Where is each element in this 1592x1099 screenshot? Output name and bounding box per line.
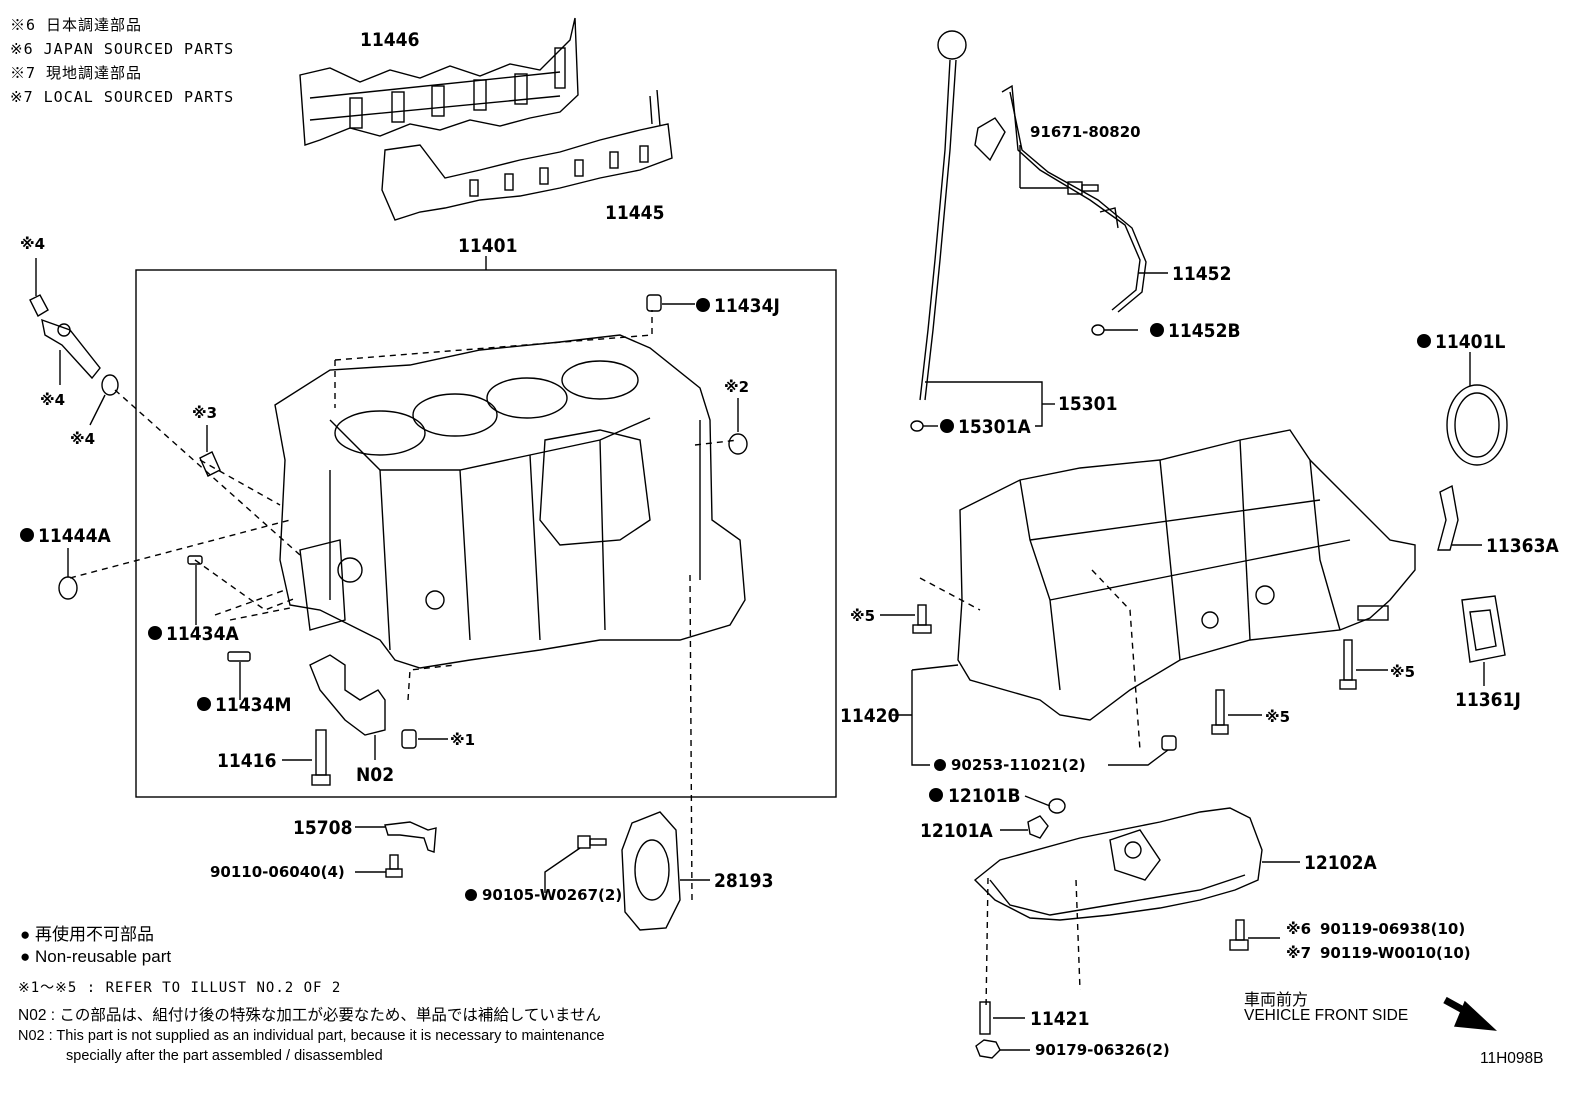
label-11434J: 11434J <box>714 295 780 317</box>
bolt-90105 <box>577 835 607 849</box>
bolt-ref-5-right <box>1339 639 1357 690</box>
label-15708: 15708 <box>293 817 352 839</box>
dashed-leaders-block <box>69 310 739 901</box>
plug-90253 <box>1161 735 1177 751</box>
label-11445: 11445 <box>605 202 664 224</box>
bolt-ref-5-left <box>912 604 932 634</box>
cylinder-block <box>274 334 746 669</box>
pin-11434A <box>187 555 203 565</box>
label-11444A: 11444A <box>38 525 111 547</box>
label-90179: 90179-06326(2) <box>1035 1041 1170 1059</box>
label-ref-5-c: ※5 <box>1265 708 1290 726</box>
label-11452B: 11452B <box>1168 320 1241 342</box>
stud-11421 <box>979 1001 991 1035</box>
label-11363A: 11363A <box>1486 535 1559 557</box>
label-11416: 11416 <box>217 750 276 772</box>
o-ring-11444A <box>58 576 78 600</box>
label-ref-5-b: ※5 <box>1390 663 1415 681</box>
stud-ref-3 <box>199 451 221 477</box>
o-ring-11452B <box>1091 324 1105 336</box>
legend-nonreusable-en: ● Non-reusable part <box>20 947 172 966</box>
o-ring-ref-4 <box>101 374 119 396</box>
label-ref-3: ※3 <box>192 404 217 422</box>
label-ref-4-c: ※4 <box>70 430 95 448</box>
label-ref-4-b: ※4 <box>40 391 65 409</box>
label-ref-2: ※2 <box>724 378 749 396</box>
vehicle-front-arrow-icon <box>1443 996 1497 1031</box>
label-90119-local: 90119-W0010(10) <box>1320 944 1471 962</box>
note-japan-sourced-jp: ※6 日本調達部品 <box>10 16 143 34</box>
label-90105: 90105-W0267(2) <box>482 886 622 904</box>
cover-plate-11445 <box>381 89 673 221</box>
head-gasket-11446 <box>299 17 579 146</box>
label-11361J: 11361J <box>1455 689 1521 711</box>
bolt-90119 <box>1229 919 1249 951</box>
plug-12101A <box>1027 815 1049 839</box>
plug-11434J <box>646 294 662 312</box>
gasket-11361J <box>1461 595 1506 663</box>
dowel-ref-1 <box>401 729 417 749</box>
label-12102A: 12102A <box>1304 852 1377 874</box>
nut-90179 <box>975 1039 1001 1059</box>
note-local-sourced-en: ※7 LOCAL SOURCED PARTS <box>10 88 235 106</box>
label-ref-6: ※6 <box>1286 920 1311 938</box>
label-90253: 90253-11021(2) <box>951 756 1086 774</box>
label-ref-1: ※1 <box>450 731 475 749</box>
dipstick-15301 <box>919 30 967 401</box>
legend-refer-note: ※1～※5 : REFER TO ILLUST NO.2 OF 2 <box>18 980 342 996</box>
oil-pan-lower-12102A <box>973 807 1263 921</box>
legend-nonreusable-jp: ● 再使用不可部品 <box>20 925 154 944</box>
label-90119-japan: 90119-06938(10) <box>1320 920 1465 938</box>
label-N02: N02 <box>356 764 394 786</box>
o-ring-15301A <box>910 420 924 432</box>
label-12101A: 12101A <box>920 820 993 842</box>
note-local-sourced-jp: ※7 現地調達部品 <box>10 64 143 82</box>
label-ref-5-a: ※5 <box>850 607 875 625</box>
note-japan-sourced-en: ※6 JAPAN SOURCED PARTS <box>10 40 235 58</box>
bearing-cap-N02 <box>309 654 386 736</box>
label-15301: 15301 <box>1058 393 1117 415</box>
bolt-11416 <box>311 729 331 786</box>
legend-n02-jp: N02 : この部品は、組付け後の特殊な加工が必要なため、単品では補給していませ… <box>18 1007 601 1024</box>
label-ref-4-a: ※4 <box>20 235 45 253</box>
label-28193: 28193 <box>714 870 773 892</box>
half-ring-11363A <box>1437 484 1459 551</box>
oil-jet-ref-4 <box>29 294 101 380</box>
label-15301A: 15301A <box>958 416 1031 438</box>
label-12101B: 12101B <box>948 785 1021 807</box>
label-90110: 90110-06040(4) <box>210 863 345 881</box>
gasket-12101B <box>1048 798 1066 814</box>
front-side-en: VEHICLE FRONT SIDE <box>1244 1007 1409 1024</box>
bracket-15708 <box>384 821 437 853</box>
bolt-ref-5-mid <box>1211 689 1229 735</box>
pin-11434M <box>227 651 251 662</box>
label-11401: 11401 <box>458 235 517 257</box>
plug-ref-2 <box>728 433 748 455</box>
legend-n02-en-2: specially after the part assembled / dis… <box>66 1048 383 1064</box>
label-11421: 11421 <box>1030 1008 1089 1030</box>
label-ref-7: ※7 <box>1286 944 1311 962</box>
illustration-code: 11H098B <box>1480 1050 1544 1067</box>
front-side-jp: 車両前方 <box>1244 992 1309 1009</box>
oil-level-guide-11452 <box>974 84 1147 313</box>
bolt-90110 <box>385 854 403 878</box>
legend-n02-en-1: N02 : This part is not supplied as an in… <box>18 1028 605 1044</box>
gasket-28193 <box>621 811 681 931</box>
label-11434M: 11434M <box>215 694 291 716</box>
label-11420: 11420 <box>840 705 900 727</box>
label-11434A: 11434A <box>166 623 239 645</box>
label-11401L: 11401L <box>1435 331 1505 353</box>
oil-pan-upper-11420 <box>957 429 1416 721</box>
label-91671: 91671-80820 <box>1030 123 1141 141</box>
label-11452: 11452 <box>1172 263 1231 285</box>
oil-seal-11401L <box>1446 384 1508 466</box>
dashed-leaders-pan <box>919 569 1141 1011</box>
label-11446: 11446 <box>360 29 419 51</box>
